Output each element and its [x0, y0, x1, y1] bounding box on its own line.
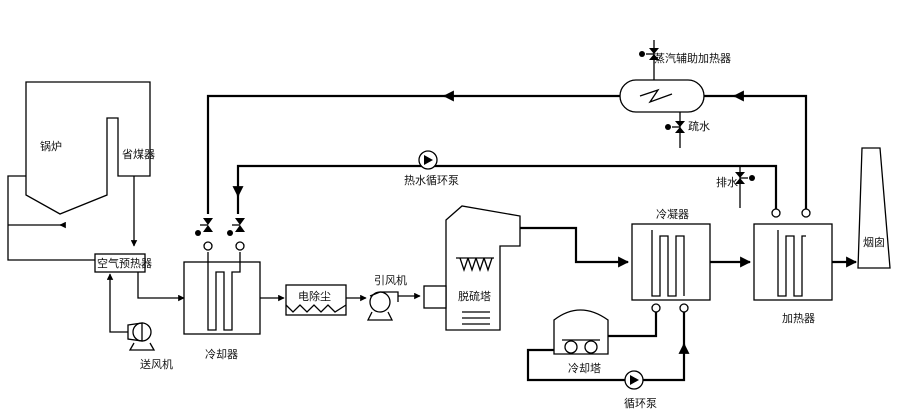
esp: 电除尘 [285, 284, 347, 316]
discharge-valve: 排水 [716, 172, 755, 189]
circulation-pump-label: 循环泵 [624, 397, 657, 410]
cooler: 冷却器 [183, 252, 261, 361]
heater-label: 加热器 [782, 312, 815, 325]
drain-label: 疏水 [688, 119, 710, 133]
condenser-label: 冷凝器 [656, 207, 689, 221]
air-preheater-label: 空气预热器 [97, 256, 152, 270]
condenser-port-1 [651, 303, 661, 313]
desulfurization-tower: 脱硫塔 [423, 205, 521, 331]
discharge-label: 排水 [716, 175, 738, 189]
top-loop-left [206, 94, 620, 214]
condenser-port-2 [679, 303, 689, 313]
heater: 加热器 [753, 223, 833, 325]
heater-port-1 [771, 208, 781, 218]
cooling-water-line [526, 312, 686, 382]
cooling-tower: 冷却塔 [553, 309, 609, 375]
cooler-outlet-port [235, 241, 245, 251]
condenser: 冷凝器 [631, 207, 711, 301]
steam-heater-label: 蒸汽辅助加热器 [654, 51, 731, 65]
boiler: 锅炉 省煤器 [25, 81, 155, 215]
flue-to-cooler [137, 272, 185, 302]
condenser-return [608, 312, 658, 338]
cooler-label: 冷却器 [205, 348, 238, 361]
chimney-label: 烟囱 [863, 235, 885, 249]
cooler-valve-1 [195, 218, 213, 236]
hot-air-line [7, 175, 95, 261]
cooling-tower-label: 冷却塔 [568, 362, 601, 375]
chimney: 烟囱 [857, 147, 891, 269]
hot-water-loop [236, 164, 778, 214]
fan: 送风机 [127, 322, 173, 371]
cooler-inlet-port [203, 241, 213, 251]
air-preheater: 空气预热器 [94, 253, 152, 273]
fan-air-line [106, 273, 128, 333]
id-fan: 引风机 [366, 273, 407, 321]
economizer-label: 省煤器 [122, 148, 155, 161]
esp-label: 电除尘 [298, 289, 331, 303]
heater-port-2 [801, 208, 811, 218]
hot-water-pump-label: 热水循环泵 [404, 174, 459, 187]
circulation-pump: 循环泵 [624, 370, 657, 410]
top-loop-right [704, 94, 808, 209]
steam-valve [639, 48, 659, 60]
steam-heater: 蒸汽辅助加热器 [619, 51, 731, 113]
cooler-valve-2 [227, 218, 245, 236]
hot-water-pump: 热水循环泵 [404, 150, 459, 187]
id-fan-label: 引风机 [374, 273, 407, 287]
flue-to-condenser [520, 226, 630, 268]
desulfurization-label: 脱硫塔 [458, 289, 491, 303]
fan-label: 送风机 [140, 357, 173, 371]
drain-valve: 疏水 [665, 119, 710, 133]
boiler-label: 锅炉 [40, 140, 62, 153]
